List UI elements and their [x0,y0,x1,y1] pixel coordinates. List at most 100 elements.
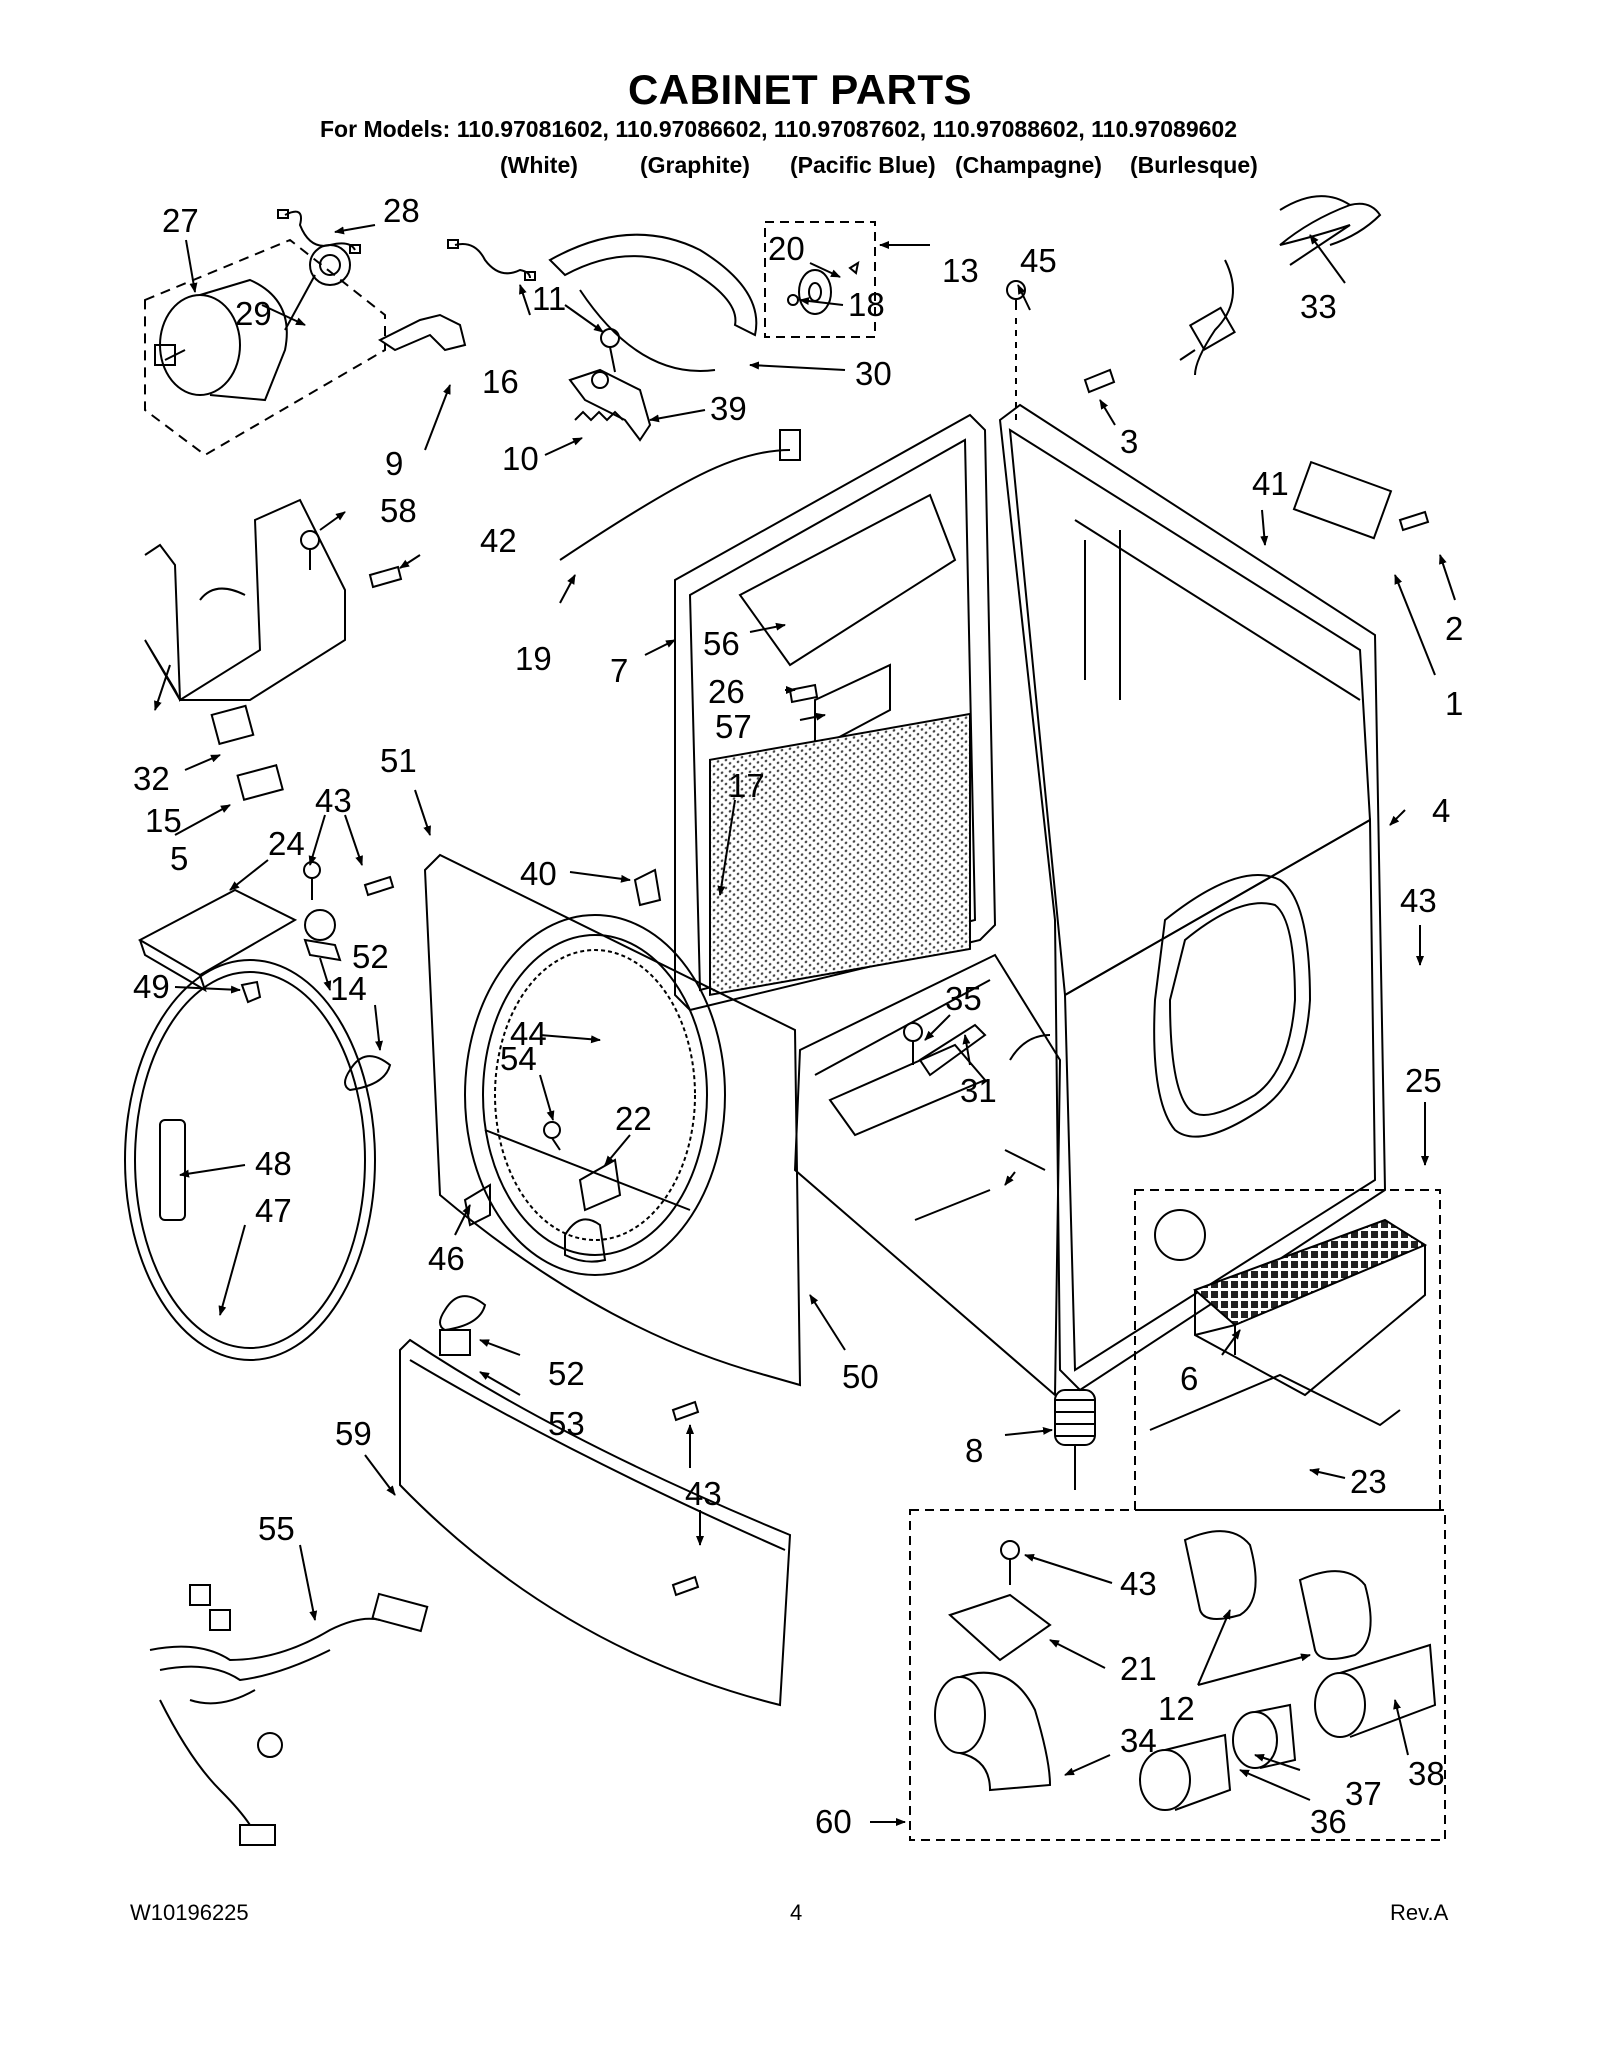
callout-54: 54 [500,1040,537,1077]
callout-24: 24 [268,825,305,862]
callout-6: 6 [1180,1360,1198,1397]
lamp-socket [564,1218,607,1263]
callout-43-kit: 43 [1120,1565,1157,1602]
callout-42: 42 [480,522,517,559]
callout-56: 56 [703,625,740,662]
callout-3: 3 [1120,423,1138,460]
callout-11: 11 [532,280,566,317]
callout-14: 14 [330,970,367,1007]
cabinet-base [793,953,1062,1398]
screw-43-d [671,1575,700,1597]
callout-1: 1 [1445,685,1463,722]
lint-screen-mesh [709,712,971,996]
callout-46: 46 [428,1240,465,1277]
idler-spring [574,410,624,422]
screw-58 [300,530,320,570]
doc-number: W10196225 [130,1900,249,1925]
heater-plate [738,493,957,667]
callout-7: 7 [610,652,628,689]
color-graphite: (Graphite) [640,152,750,178]
callout-58: 58 [380,492,417,529]
lint-filter [1193,1218,1428,1397]
callout-25: 25 [1405,1062,1442,1099]
callout-45: 45 [1020,242,1057,279]
page-title: CABINET PARTS [627,66,973,113]
vent-duct [1314,1643,1437,1738]
callout-43-right: 43 [1400,882,1437,919]
door-strike [633,868,662,907]
exhaust-cover [948,1593,1052,1662]
idler-bracket [568,368,652,442]
callout-47: 47 [255,1192,292,1229]
vent-tube [1139,1733,1232,1811]
callout-30: 30 [855,355,892,392]
callout-12: 12 [1158,1690,1195,1727]
callout-35: 35 [945,980,982,1017]
screw-54 [543,1121,561,1151]
exhaust-elbow [934,1671,1052,1792]
screw-43-b [363,875,395,897]
toe-panel [399,1338,792,1707]
callout-33: 33 [1300,288,1337,325]
callout-5: 5 [170,840,188,877]
callout-32: 32 [133,760,170,797]
motor-switch-wire [284,210,356,251]
callout-15: 15 [145,802,182,839]
motor-wire-harness [454,243,531,279]
lint-filter-box [1134,1189,1441,1511]
models-line: For Models: 110.97081602, 110.97086602, … [320,116,1237,142]
harness-19 [559,449,791,561]
callout-23: 23 [1350,1463,1387,1500]
color-champagne: (Champagne) [955,152,1102,178]
screw-43-e [1000,1540,1020,1585]
screw-3 [1083,368,1116,394]
terminal-block-cover [1292,460,1393,540]
idler-pulley-box [764,221,876,338]
callout-27: 27 [162,202,199,239]
color-burlesque: (Burlesque) [1130,152,1258,178]
callout-43-left: 43 [315,782,352,819]
switch-15 [210,704,255,746]
screw-2 [1398,510,1430,532]
callout-18: 18 [848,286,885,323]
callout-41: 41 [1252,465,1289,502]
door-seal [494,949,696,1241]
callout-20: 20 [768,230,805,267]
screw-43-c [671,1400,700,1422]
callout-16: 16 [482,363,519,400]
rear-panel [674,413,997,1012]
callout-22: 22 [615,1100,652,1137]
drum-belt [548,233,758,337]
callout-21: 21 [1120,1650,1157,1687]
rating-label [814,663,891,752]
callout-19: 19 [515,640,552,677]
door-switch [463,1183,491,1227]
callout-31: 31 [960,1072,997,1109]
exhaust-hood [1183,1530,1372,1660]
motor-mount-clip [378,313,467,352]
callout-26: 26 [708,673,745,710]
callout-9: 9 [385,445,403,482]
callout-4: 4 [1432,792,1450,829]
callout-57: 57 [715,708,752,745]
screw-26 [788,683,819,704]
callout-52-top: 52 [352,938,389,975]
callout-28: 28 [383,192,420,229]
color-pacific-blue: (Pacific Blue) [790,152,936,178]
filter-switch-wire [1149,1373,1401,1431]
callout-8: 8 [965,1432,983,1469]
callout-10: 10 [502,440,539,477]
idler-screw [600,328,620,373]
page-number: 4 [790,1900,803,1925]
vent-clamp [1232,1703,1297,1769]
callout-17: 17 [728,767,765,804]
switch-5 [236,764,284,801]
clip-52-lower [439,1295,487,1332]
clip-52-upper [344,1055,392,1092]
callout-50: 50 [842,1358,879,1395]
screw-42 [368,565,403,589]
callout-13: 13 [942,252,979,289]
light-bracket [578,1158,622,1212]
callout-49: 49 [133,968,170,1005]
